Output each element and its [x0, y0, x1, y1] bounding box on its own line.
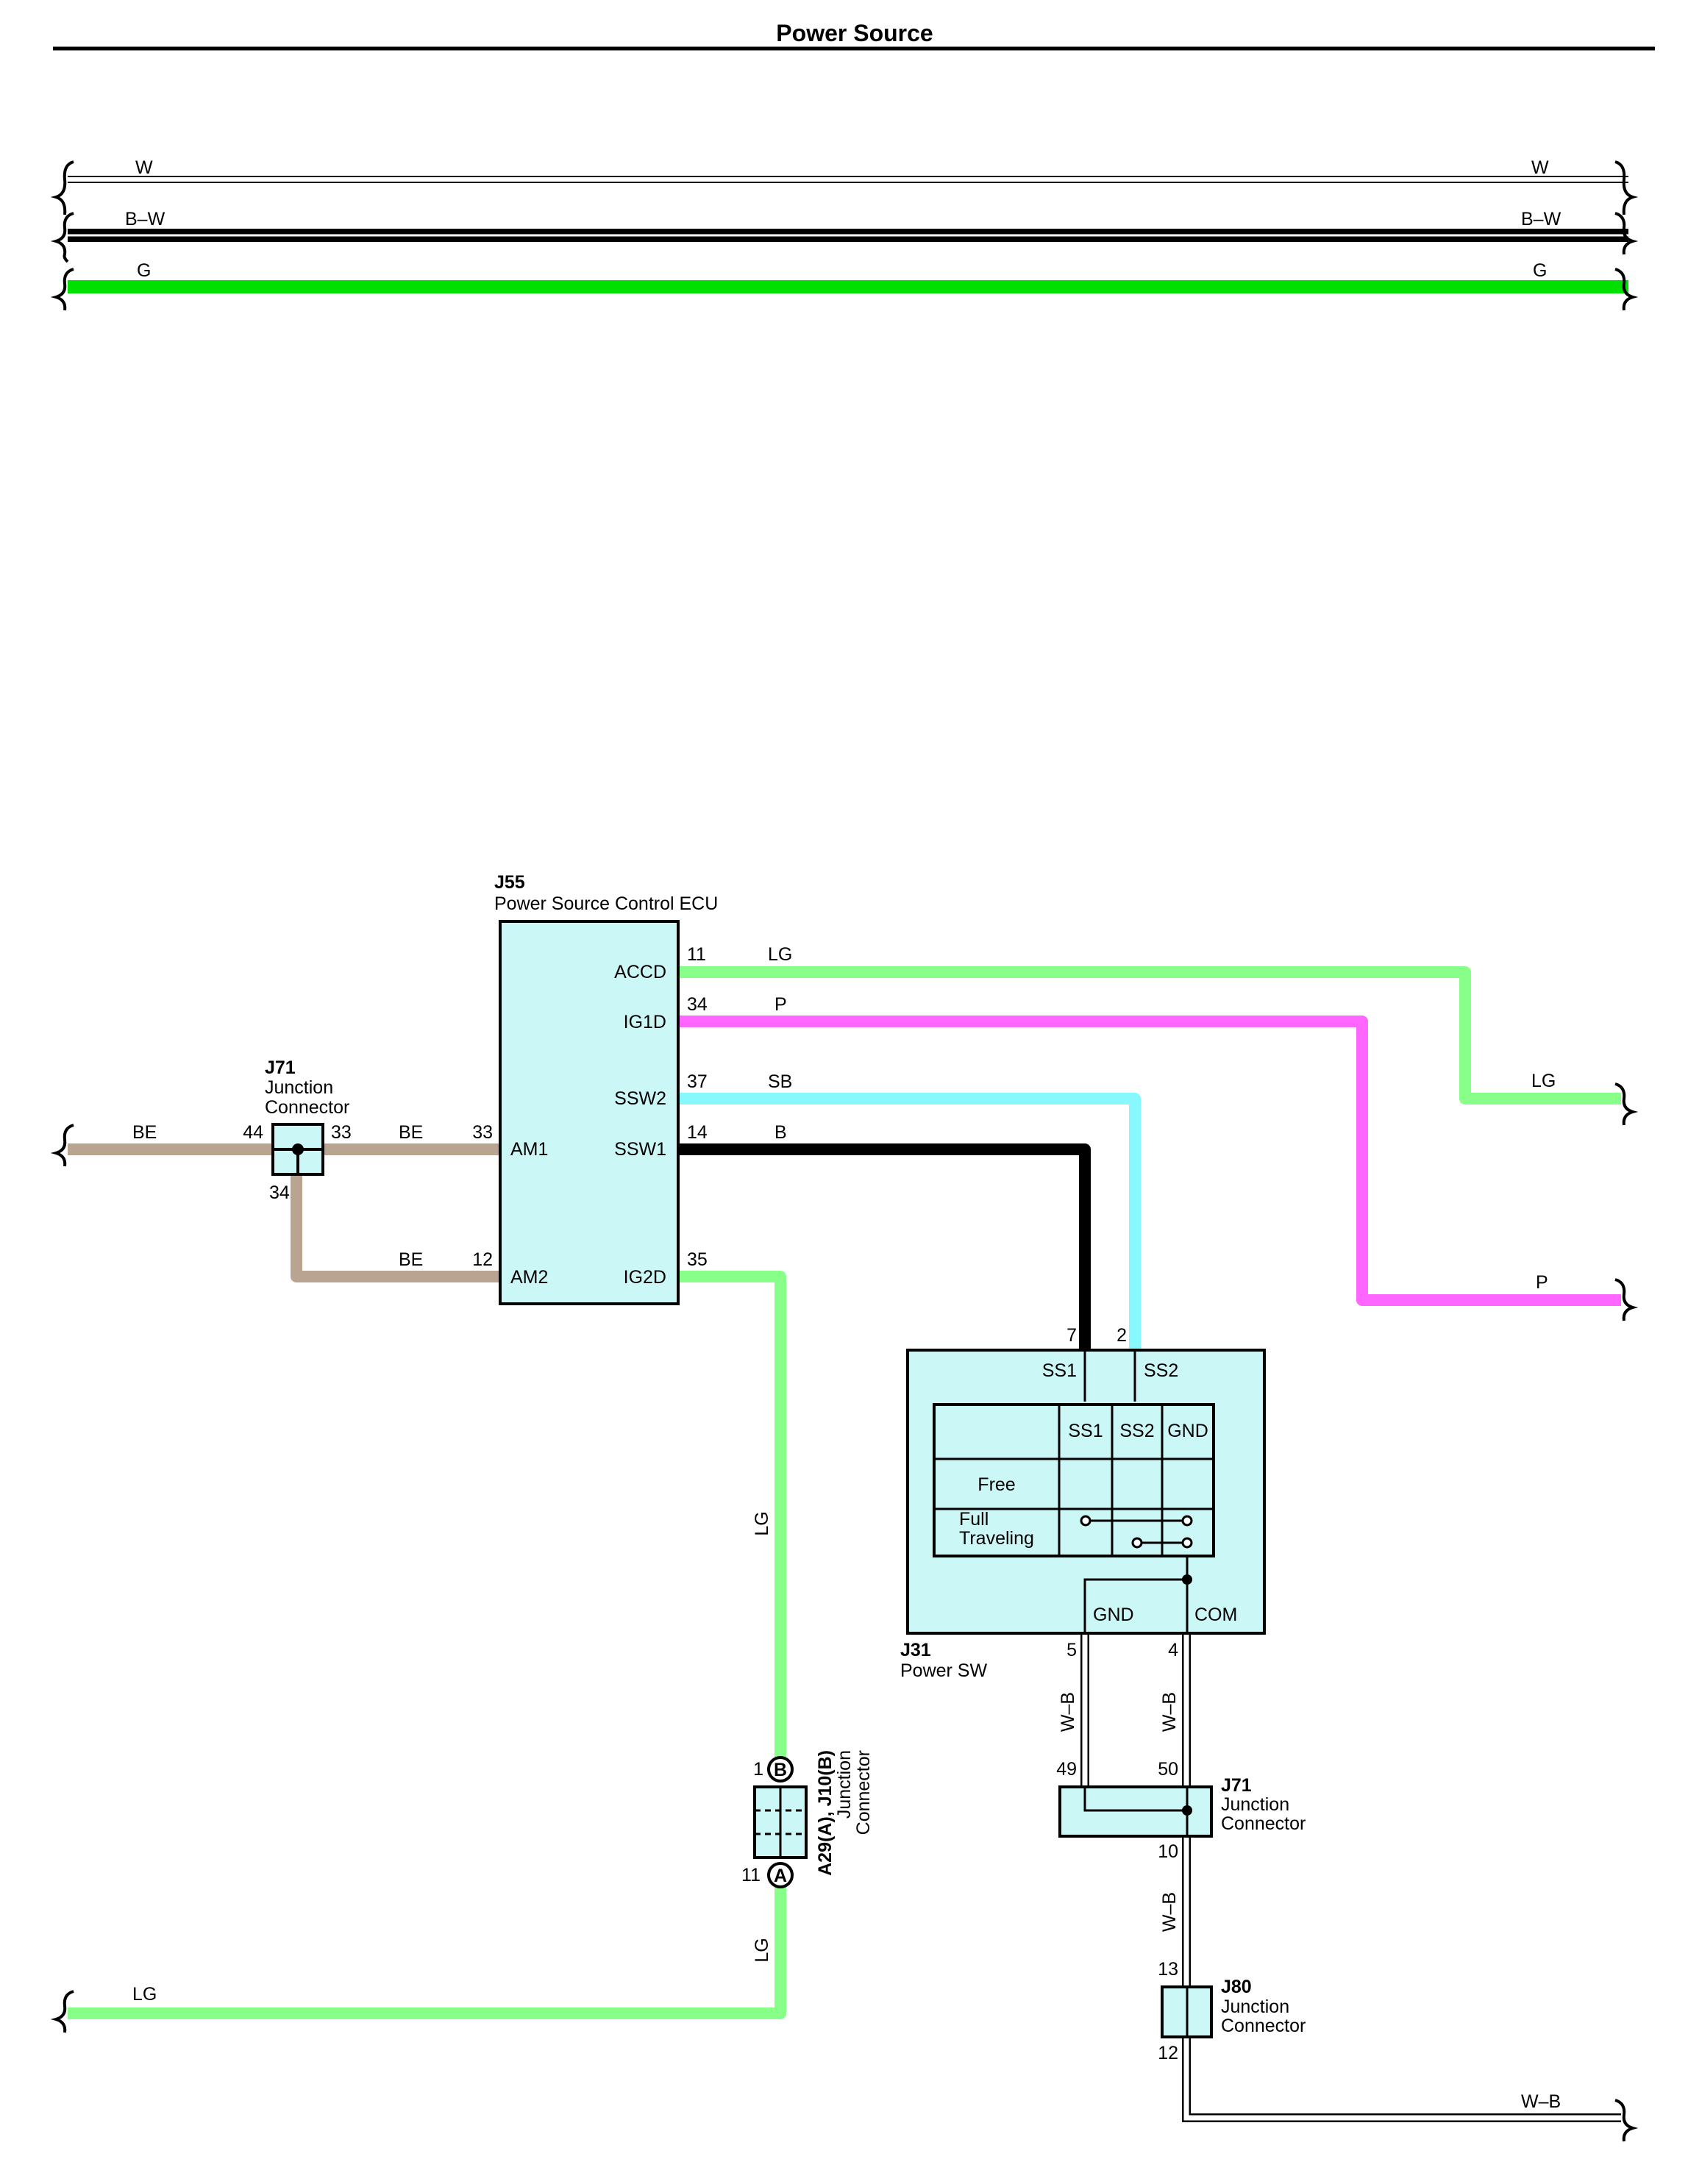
j71-right-junction-dot	[1182, 1805, 1192, 1816]
j55-pin-am1: 33	[472, 1122, 493, 1143]
j71-right-pin-bottom: 10	[1158, 1841, 1178, 1862]
a29-marker-a: A	[774, 1866, 787, 1886]
bus-w-label-left: W	[135, 157, 153, 178]
j71-right-name-1: Junction	[1221, 1794, 1289, 1815]
j55-terminal-ssw2: SSW2	[614, 1088, 666, 1109]
j80-id: J80	[1221, 1977, 1252, 1997]
j55-terminal-am2: AM2	[510, 1267, 548, 1288]
bus-bw-label-right: B–W	[1521, 209, 1561, 229]
label-accd-lg-right: LG	[1531, 1071, 1556, 1091]
j31-table-header-ss2: SS2	[1119, 1421, 1154, 1441]
label-accd-lg: LG	[768, 944, 792, 965]
j55-name: Power Source Control ECU	[494, 893, 718, 914]
j55-pin-ig2d: 35	[687, 1249, 708, 1270]
a29-pin-bottom: 11	[741, 1865, 761, 1885]
j31-table-row-full: Full	[959, 1509, 989, 1530]
j31-table-header-ss1: SS1	[1068, 1421, 1103, 1441]
wire-wb-bottom	[1182, 2037, 1621, 2122]
j31-terminal-ss2: SS2	[1144, 1360, 1178, 1381]
label-wb-gnd: W–B	[1058, 1692, 1078, 1732]
j31-table-row-traveling: Traveling	[959, 1528, 1034, 1549]
j31-pin-gnd: 5	[1066, 1640, 1077, 1660]
j31-terminal-ss1: SS1	[1042, 1360, 1077, 1381]
a29-name-2: Connector	[853, 1750, 874, 1835]
j71-right-id: J71	[1221, 1775, 1252, 1796]
j31-pin-com: 4	[1168, 1640, 1178, 1660]
label-wb-com: W–B	[1159, 1692, 1180, 1732]
wire-lg-bottom	[68, 1875, 786, 2019]
j55-pin-ig1d: 34	[687, 994, 708, 1015]
j71-left-pin-in: 44	[243, 1122, 263, 1143]
a29-pin-top: 1	[753, 1759, 763, 1780]
j55-pin-am2: 12	[472, 1249, 493, 1270]
j80-pin-top: 13	[1158, 1959, 1178, 1980]
label-ssw1-b: B	[774, 1122, 787, 1143]
j71-right-pin-right: 50	[1158, 1759, 1178, 1780]
label-ssw2-sb: SB	[768, 1071, 792, 1092]
label-be-left: BE	[132, 1122, 157, 1143]
label-be-mid: BE	[399, 1122, 423, 1143]
j55-pin-ssw2: 37	[687, 1071, 708, 1092]
j55-ecu-box	[499, 920, 680, 1305]
label-be-am2: BE	[399, 1249, 423, 1270]
j31-pin-ss1: 7	[1066, 1325, 1077, 1346]
j71-left-id: J71	[265, 1057, 296, 1078]
wire-ssw2-sb	[677, 1093, 1141, 1350]
j71-left-name-1: Junction	[265, 1077, 333, 1098]
wire-accd-lg	[677, 966, 1621, 1105]
j71-left-junction-dot	[292, 1143, 304, 1155]
j71-left-pin-down: 34	[269, 1182, 290, 1203]
j55-terminal-am1: AM1	[510, 1139, 548, 1160]
page-title: Power Source	[776, 20, 933, 46]
j71-left-name-2: Connector	[265, 1097, 349, 1118]
label-lg-vertical-lower: LG	[752, 1938, 772, 1962]
continuation-braces	[50, 160, 1639, 2142]
j31-pin-ss2: 2	[1117, 1325, 1127, 1346]
j55-id: J55	[494, 872, 525, 893]
a29-marker-b: B	[774, 1760, 787, 1780]
label-ig1d-p-right: P	[1536, 1272, 1548, 1293]
a29-name-1: Junction	[834, 1750, 855, 1819]
label-wb-bottom: W–B	[1521, 2091, 1561, 2112]
bus-g-label-right: G	[1533, 260, 1547, 281]
label-ig1d-p: P	[774, 994, 787, 1015]
j71-right-pin-left: 49	[1056, 1759, 1077, 1780]
wire-ssw1-b	[677, 1143, 1091, 1350]
j55-pin-ssw1: 14	[687, 1122, 708, 1143]
a29-id: A29(A), J10(B)	[815, 1750, 836, 1876]
bus-bw-label-left: B–W	[125, 209, 165, 229]
wire-ig2d-lg	[677, 1271, 786, 1769]
j71-right-name-2: Connector	[1221, 1813, 1306, 1834]
j31-table-row-free: Free	[977, 1474, 1015, 1495]
label-lg-vertical-upper: LG	[752, 1511, 772, 1535]
j80-name-1: Junction	[1221, 1996, 1289, 2017]
j55-pin-accd: 11	[687, 944, 706, 965]
j71-left-pin-out: 33	[331, 1122, 352, 1143]
label-lg-bottom: LG	[132, 1984, 157, 2005]
j31-id: J31	[900, 1640, 931, 1660]
a29-junction-connector	[753, 1756, 808, 1888]
j31-terminal-com: COM	[1194, 1605, 1237, 1625]
j31-table-header-gnd: GND	[1167, 1421, 1208, 1441]
bus-w-label-right: W	[1531, 157, 1549, 178]
bus-g-label-left: G	[137, 260, 151, 281]
wire-be-am2	[291, 1174, 500, 1282]
j80-name-2: Connector	[1221, 2016, 1306, 2036]
j31-internal-wiring	[1083, 1556, 1192, 1633]
j55-terminal-accd: ACCD	[614, 962, 666, 982]
wire-ig1d-p	[677, 1016, 1621, 1306]
j80-pin-bottom: 12	[1158, 2043, 1178, 2063]
j31-terminal-gnd: GND	[1093, 1605, 1134, 1625]
j55-terminal-ig1d: IG1D	[624, 1012, 666, 1032]
j55-terminal-ig2d: IG2D	[624, 1267, 666, 1288]
j55-terminal-ssw1: SSW1	[614, 1139, 666, 1160]
label-wb-lower: W–B	[1159, 1892, 1180, 1932]
j31-switch-table	[933, 1403, 1215, 1557]
j31-name: Power SW	[900, 1660, 987, 1681]
